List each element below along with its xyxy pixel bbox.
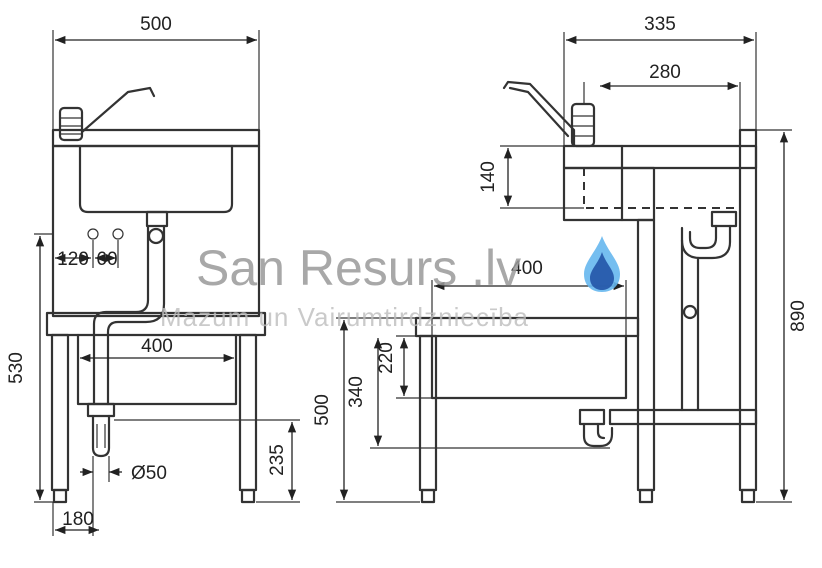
front-hole-1	[87, 228, 99, 240]
front-drain-offset-label: 180	[62, 509, 94, 530]
front-width-label: 500	[140, 14, 172, 35]
side-bottom-rail	[608, 408, 758, 426]
side-view	[414, 80, 758, 504]
side-lower-trap	[578, 408, 614, 448]
front-drain-outlet	[86, 402, 116, 458]
side-shelf-height-label: 500	[312, 394, 333, 426]
side-upper-trap	[680, 210, 738, 260]
front-drain-diameter-label: Ø50	[131, 463, 167, 484]
front-countertop	[51, 128, 261, 148]
side-basin-height-label: 140	[478, 161, 499, 193]
front-view	[45, 86, 267, 504]
front-sink-body	[51, 144, 261, 318]
front-total-height-label: 530	[6, 352, 27, 384]
front-shelf	[45, 311, 267, 337]
front-hole-2	[112, 228, 124, 240]
side-depth-label: 335	[644, 14, 676, 35]
front-hole-spacing-2-label: 60	[96, 249, 117, 270]
side-sink-top	[562, 144, 758, 170]
watermark-brand: San Resurs .lv	[196, 240, 521, 296]
front-basin-width-label: 400	[141, 336, 173, 357]
side-front-post	[636, 218, 656, 492]
side-basin-bottom-height-label: 340	[346, 376, 367, 408]
faucet-front	[58, 86, 156, 142]
watermark-tagline: Mazum un Vairumtirdzniecība	[160, 302, 529, 332]
front-drain-height-label: 235	[267, 444, 288, 476]
side-basin-dashed	[583, 168, 740, 209]
front-dimensions: 500 120 60 400 530 235 Ø50 180	[6, 14, 300, 536]
side-total-height-label: 890	[788, 300, 809, 332]
front-basin	[78, 144, 234, 214]
side-lower-basin	[430, 334, 628, 400]
side-faucet-reach-label: 280	[649, 62, 681, 83]
watermark: San Resurs .lv Mazum un Vairumtirdzniecī…	[160, 236, 620, 332]
side-dimensions: 335 280 140 890 400 500 340 220	[312, 14, 809, 503]
faucet-side	[502, 80, 596, 148]
front-drain-pipe	[92, 210, 169, 406]
side-lower-basin-width-label: 400	[511, 258, 543, 279]
front-hole-spacing-1-label: 120	[57, 249, 89, 270]
side-shelf	[414, 316, 640, 338]
side-basin-top-offset-label: 220	[376, 342, 397, 374]
front-legs	[50, 333, 258, 504]
water-drop-icon	[584, 236, 620, 292]
side-back-post	[738, 128, 758, 492]
side-front-leg	[418, 334, 438, 492]
front-lower-basin	[76, 333, 238, 406]
side-drain-pipe	[680, 238, 700, 412]
side-sink-body	[562, 166, 656, 222]
